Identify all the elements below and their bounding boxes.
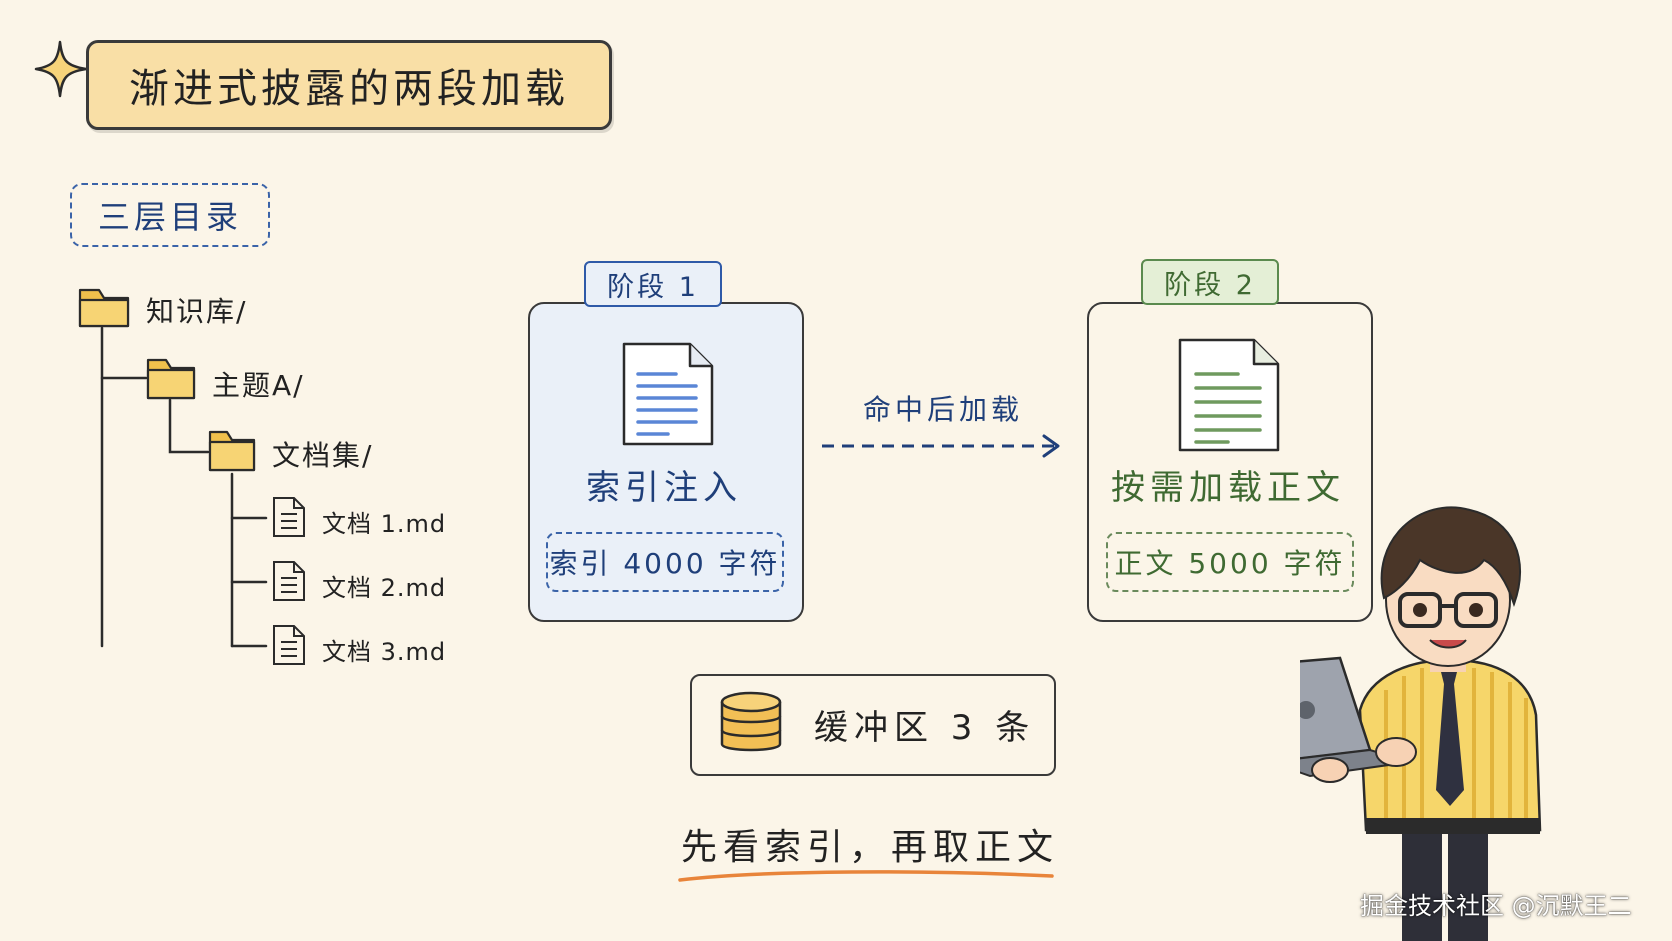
stage2-detail: 正文 5000 字符 [1106,532,1354,592]
tree-topic-label: 主题A/ [212,369,305,402]
watermark: 掘金技术社区 @沉默王二 [1360,892,1632,920]
tree-file-label: 文档 3.md [322,638,447,666]
tree-root-label: 知识库/ [146,295,248,328]
file-icon [273,561,305,601]
buffer-label: 缓冲区 3 条 [814,708,1036,748]
section-label: 三层目录 [70,183,270,247]
directory-tree [78,288,305,665]
document-icon [622,342,714,446]
sparkle-icon [34,40,88,98]
tree-file-label: 文档 2.md [322,574,447,602]
folder-icon [78,288,130,328]
stage2-title: 按需加载正文 [1111,468,1345,508]
arrow-label: 命中后加载 [862,393,1023,426]
character-illustration [1300,506,1542,941]
document-icon [1178,338,1280,452]
file-icon [273,497,305,537]
stage1-title: 索引注入 [586,468,742,508]
folder-icon [146,358,196,400]
stage2-tab: 阶段 2 [1141,259,1279,305]
stage1-detail: 索引 4000 字符 [546,532,784,592]
tagline-underline [678,870,1054,882]
tree-collection-label: 文档集/ [272,439,374,472]
dashed-arrow [822,434,1060,458]
database-icon [720,691,782,752]
tree-file-label: 文档 1.md [322,510,447,538]
stage1-tab: 阶段 1 [584,261,722,307]
tagline: 先看索引，再取正文 [680,827,1059,868]
folder-icon [208,430,256,472]
page-title: 渐进式披露的两段加载 [86,40,612,130]
file-icon [273,625,305,665]
